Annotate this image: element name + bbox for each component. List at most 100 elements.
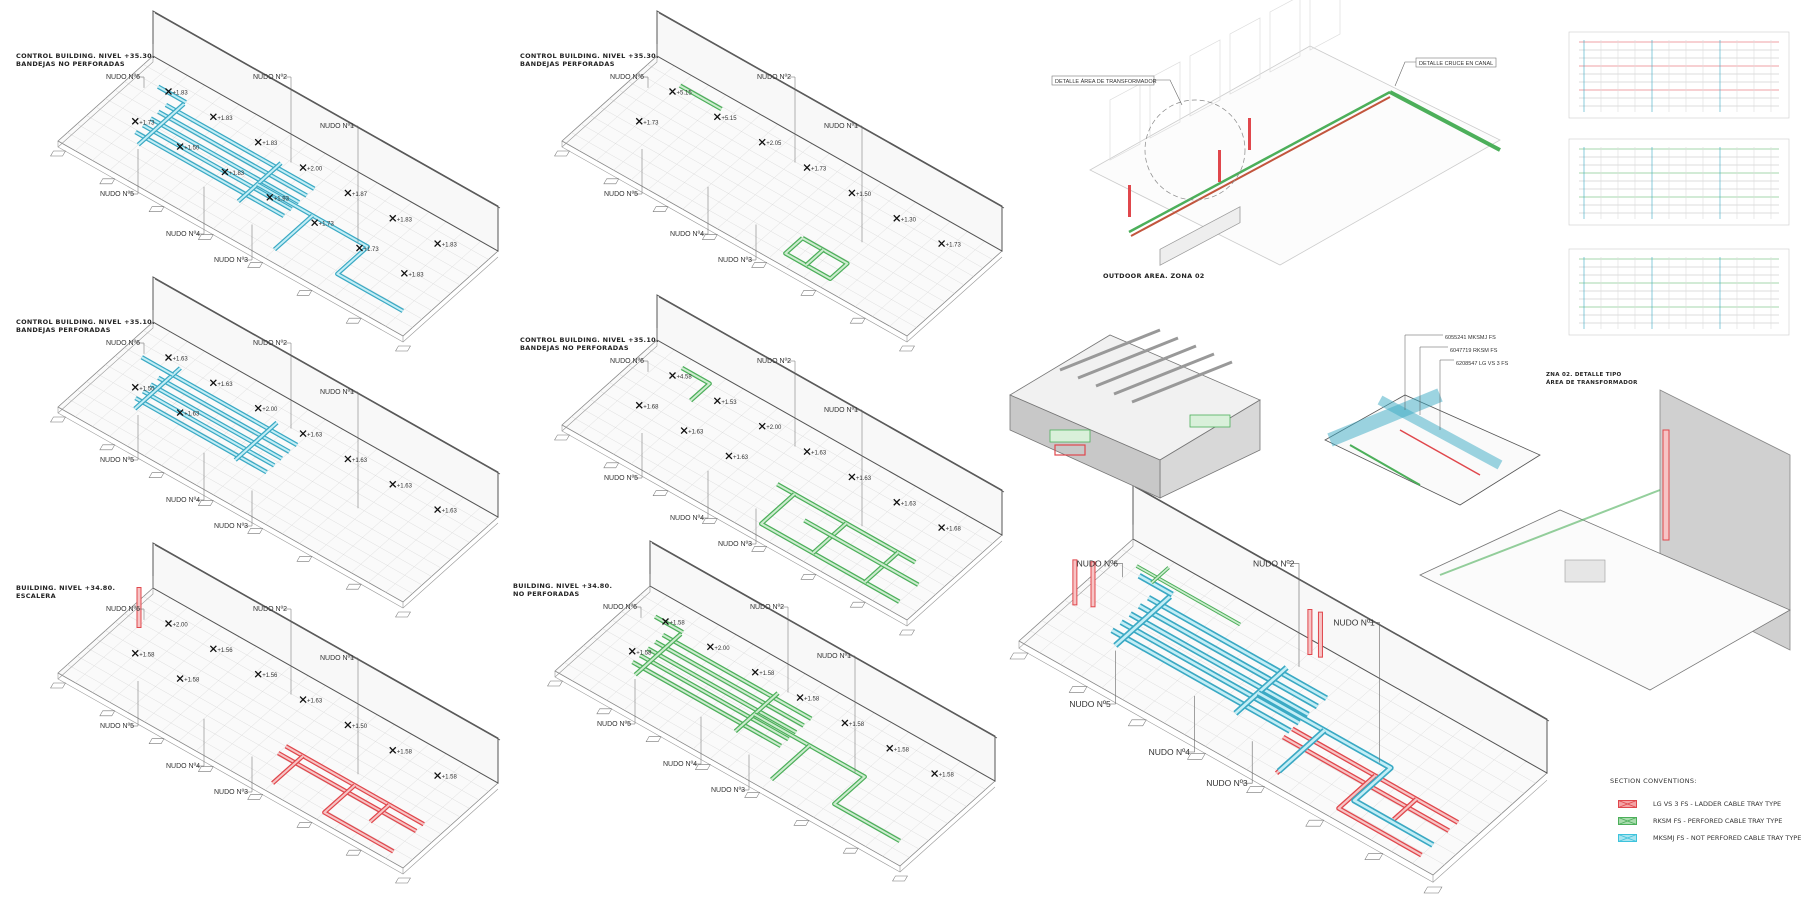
grid-line (67, 664, 413, 860)
cable-tray-fill (165, 104, 315, 190)
elevation-marker-icon (209, 645, 217, 653)
canal-slot (1131, 360, 1233, 404)
ladder-tray (1399, 429, 1481, 476)
transformer-block (1564, 559, 1606, 583)
grid-line (76, 389, 423, 586)
elevation-label: +1.56 (262, 673, 278, 679)
footing (345, 317, 362, 324)
elevation-label: +1.73 (139, 120, 155, 126)
canal-slot (1059, 328, 1161, 372)
nudo-label: NUDO Nº4 (166, 763, 200, 770)
elevation-marker-icon (389, 214, 397, 222)
grid-line (580, 123, 927, 320)
elevation-label: +4.58 (677, 375, 693, 381)
cable-tray-fill (157, 85, 187, 104)
elevation-marker-icon (680, 427, 688, 435)
grid-line (133, 338, 480, 535)
wall-frame (1149, 61, 1181, 139)
cable-tray-fill (864, 551, 899, 584)
footing (395, 877, 411, 884)
panel-p3: CONTROL BUILDING. NIVEL +35.10.BANDEJAS … (16, 276, 501, 618)
elevation-label: +1.58 (894, 747, 910, 753)
elevation-label: +1.50 (352, 724, 368, 730)
grid-line (67, 398, 413, 594)
elevation-marker-icon (176, 675, 184, 683)
grid-line (592, 636, 939, 833)
tray-label-lg: 6208547 LG VS 3 FS (1456, 361, 1509, 367)
legend-item-not-perforated: MKSMJ FS - NOT PERFORED CABLE TRAY TYPE (1610, 829, 1801, 846)
legend-item-perforated: RKSM FS - PERFORED CABLE TRAY TYPE (1610, 812, 1801, 829)
elevation-marker-icon (389, 746, 397, 754)
panel-title: BANDEJAS PERFORADAS (520, 60, 615, 68)
elevation-marker-icon (165, 354, 172, 361)
grid-line (637, 356, 984, 553)
wall-top (154, 278, 501, 475)
footing (345, 583, 362, 590)
grid-line (1030, 630, 1445, 866)
cable-tray-fill (271, 755, 304, 784)
leader-line (1242, 741, 1253, 784)
grid-line (630, 602, 977, 799)
elevation-label: +1.58 (139, 652, 155, 658)
cable-tray-fill (805, 249, 824, 266)
footing (148, 472, 165, 479)
tray-label-rksm: 6047719 RKSM FS (1450, 348, 1498, 354)
legend-item-ladder: LG VS 3 FS - LADDER CABLE TRAY TYPE (1610, 795, 1801, 812)
elevation-label: +1.58 (804, 697, 820, 703)
elevation-marker-icon (344, 721, 352, 729)
cable-tray-fill (1234, 666, 1288, 715)
cable-tray-fill (234, 421, 278, 461)
vertical-ladder-tray (136, 587, 142, 628)
elevation-marker-icon (254, 138, 262, 146)
elevation-label: +1.58 (759, 671, 775, 677)
leader-line (748, 508, 757, 545)
nudo-label: NUDO Nº1 (824, 407, 858, 414)
footing (892, 875, 908, 882)
footing (645, 736, 662, 743)
cable-tray-fill (784, 237, 849, 280)
elevation-marker-icon (796, 694, 804, 702)
elevation-label: +1.73 (946, 243, 962, 249)
isometric-panels: CONTROL BUILDING. NIVEL +35.30.BANDEJAS … (16, 10, 1005, 884)
perforated-tray (1439, 489, 1661, 576)
cable-tray-fill (734, 692, 779, 733)
nudo-label: NUDO Nº1 (824, 123, 858, 130)
grid-line (76, 123, 423, 320)
cable-tray-fill (662, 634, 812, 720)
not-perforated-tray (1327, 388, 1443, 447)
elevation-marker-icon (165, 88, 172, 95)
footing (899, 345, 915, 352)
footing (148, 738, 165, 745)
elevation-label: +1.63 (352, 458, 368, 464)
footing (197, 766, 214, 772)
cable-tray-fill (135, 131, 285, 217)
nudo-label: NUDO Nº1 (320, 655, 354, 662)
grid-line (590, 115, 936, 311)
cable-tray-fill (1129, 612, 1309, 716)
footing (751, 262, 768, 268)
elevation-marker-icon (706, 643, 714, 651)
footing (1187, 752, 1206, 760)
wall-frame (1269, 0, 1301, 73)
legend-label: LG VS 3 FS - LADDER CABLE TRAY TYPE (1653, 799, 1782, 808)
cable-tray-fill (1136, 565, 1241, 626)
nudo-label: NUDO Nº4 (1149, 747, 1191, 757)
leader-line (854, 409, 863, 527)
grid-line (599, 390, 946, 587)
footing (547, 680, 563, 687)
elevation-label: +1.83 (397, 217, 413, 223)
nudo-label: NUDO Nº4 (670, 515, 704, 522)
leader-line (700, 470, 709, 519)
cable-tray-fill (369, 803, 390, 823)
footing (345, 849, 362, 856)
cable-tray-fill (157, 376, 290, 453)
cable-tray-fill (1337, 774, 1422, 857)
elevation-marker-icon (893, 498, 901, 506)
elevation-label: +1.63 (173, 357, 189, 363)
back-wall (1132, 484, 1548, 774)
leader-line (748, 224, 757, 261)
leader-line (1105, 650, 1116, 705)
leader-line (1439, 359, 1454, 430)
detail-circle (1144, 99, 1246, 201)
panel-title: CONTROL BUILDING. NIVEL +35.10. (16, 318, 155, 326)
